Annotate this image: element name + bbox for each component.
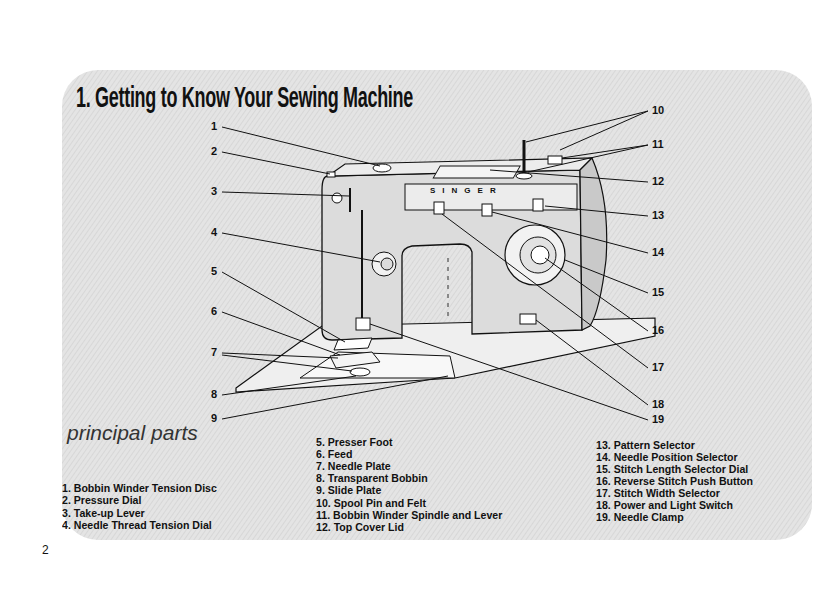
leader-line (222, 272, 345, 342)
part-list-item: 3. Take-up Lever (62, 508, 145, 520)
callout-number: 17 (652, 362, 664, 373)
needle-clamp (356, 318, 370, 330)
callout-number: 13 (652, 210, 664, 221)
part-list-item: 13. Pattern Selector (596, 440, 695, 452)
take-up-lever (349, 188, 351, 212)
page-title: 1. Getting to Know Your Sewing Machine (76, 82, 413, 112)
section-label: principal parts (67, 422, 198, 443)
callout-number: 2 (211, 146, 217, 157)
callout-number: 1 (211, 121, 217, 132)
callout-number: 12 (652, 176, 664, 187)
top-cover-lid (433, 166, 520, 178)
dial-inner (520, 237, 556, 273)
tension-dial (372, 252, 396, 276)
part-list-item: 1. Bobbin Winder Tension Disc (62, 483, 217, 495)
needle-position-selector (482, 204, 492, 216)
callout-number: 4 (211, 227, 217, 238)
callout-number: 19 (652, 414, 664, 425)
leader-line (528, 145, 648, 172)
part-list-item: 9. Slide Plate (316, 485, 381, 497)
part-list-item: 19. Needle Clamp (596, 512, 684, 524)
part-list-item: 5. Presser Foot (316, 437, 392, 449)
callout-number: 3 (211, 186, 217, 197)
leader-line (222, 312, 340, 355)
leader-line (370, 324, 648, 420)
leader-line (490, 170, 648, 182)
stitch-width-selector (434, 202, 444, 214)
callout-number: 18 (652, 399, 664, 410)
leader-line (545, 258, 648, 331)
part-list-item: 18. Power and Light Switch (596, 500, 733, 512)
vent-slots (447, 258, 449, 320)
stitch-length-dial (505, 225, 565, 285)
page-number: 2 (42, 544, 49, 556)
brand-name: SINGER (430, 187, 503, 195)
leader-line (526, 111, 648, 142)
leader-line (565, 260, 648, 293)
leader-line (222, 376, 448, 419)
leader-line (222, 233, 380, 262)
leader-line (222, 152, 330, 174)
machine-side (580, 158, 607, 330)
part-list-item: 6. Feed (316, 449, 352, 461)
part-list-item: 11. Bobbin Winder Spindle and Lever (316, 510, 502, 522)
part-list-item: 16. Reverse Stitch Push Button (596, 476, 753, 488)
pressure-dial (327, 172, 335, 177)
callout-number: 5 (211, 266, 217, 277)
part-list-item: 8. Transparent Bobbin (316, 473, 428, 485)
callout-number: 6 (211, 306, 217, 317)
part-list-item: 15. Stitch Length Selector Dial (596, 464, 748, 476)
background-panel (62, 70, 812, 540)
leader-line (222, 355, 352, 371)
callout-number: 16 (652, 325, 664, 336)
part-list-item: 17. Stitch Width Selector (596, 488, 720, 500)
leader-line (442, 214, 648, 368)
leader-line (562, 145, 648, 158)
callout-number: 9 (211, 413, 217, 424)
part-list-item: 12. Top Cover Lid (316, 522, 404, 534)
callout-number: 8 (211, 389, 217, 400)
part-list-item: 10. Spool Pin and Felt (316, 498, 426, 510)
leader-line (560, 111, 648, 150)
leader-line (492, 212, 648, 253)
part-list-item: 4. Needle Thread Tension Dial (62, 520, 212, 532)
bobbin (350, 368, 370, 376)
callout-number: 14 (652, 247, 664, 258)
needle-bar (361, 210, 363, 330)
pattern-selector (533, 199, 543, 211)
callout-number: 11 (652, 139, 664, 150)
leader-line (536, 320, 648, 405)
spool-pin (523, 140, 526, 176)
part-list-item: 7. Needle Plate (316, 461, 391, 473)
bobbin-winder (548, 156, 562, 164)
leader-lines (222, 111, 648, 420)
leader-line (222, 376, 356, 395)
leader-line (222, 192, 349, 196)
tension-dial-inner (381, 258, 393, 270)
leader-line (545, 206, 648, 216)
machine-body (322, 170, 582, 340)
spool-felt (516, 173, 532, 179)
logo-disc (332, 193, 342, 203)
callout-number: 10 (652, 105, 664, 116)
power-switch (520, 314, 536, 324)
callout-number: 15 (652, 287, 664, 298)
slide-plate (300, 352, 455, 378)
part-list-item: 2. Pressure Dial (62, 495, 141, 507)
reverse-button (531, 246, 549, 264)
part-list-item: 14. Needle Position Selector (596, 452, 738, 464)
presser-foot (334, 338, 372, 350)
leader-line (222, 127, 380, 166)
callout-number: 7 (211, 347, 217, 358)
machine-base (236, 318, 655, 392)
